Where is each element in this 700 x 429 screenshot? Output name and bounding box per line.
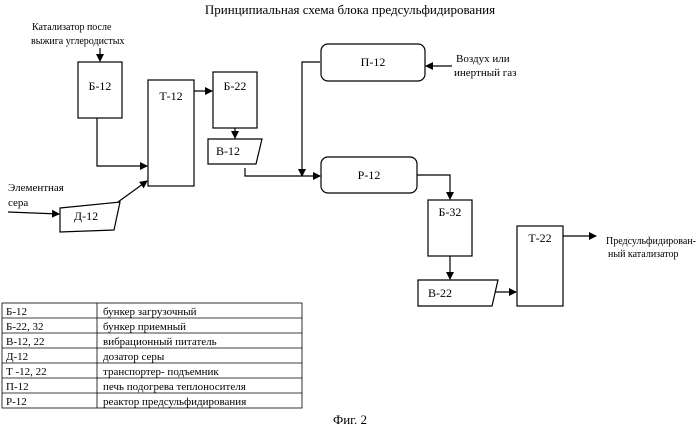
bunker-b32: Б-32: [428, 200, 472, 256]
furnace-p12: П-12: [321, 44, 425, 81]
reactor-r12-label: Р-12: [358, 168, 381, 182]
doser-d12-label: Д-12: [74, 209, 98, 223]
catalyst-input-label-line2: выжига углеродистых: [31, 36, 124, 47]
doser-d12: Д-12: [60, 202, 120, 232]
feeder-v22-label: В-22: [428, 286, 452, 300]
flow-r12-to-b32: [417, 175, 450, 199]
legend-code-4: Д-12: [6, 351, 28, 363]
legend-desc-5: транспортер- подъемник: [103, 366, 219, 378]
flow-v12-to-r12: [245, 168, 320, 176]
flow-b12-to-t12: [97, 118, 147, 166]
legend-desc-2: бункер приемный: [103, 321, 186, 333]
furnace-p12-label: П-12: [361, 55, 386, 69]
feeder-v22: В-22: [418, 280, 498, 306]
legend-code-3: В-12, 22: [6, 336, 45, 348]
bunker-b12: Б-12: [78, 62, 122, 118]
sulfur-input-label-line2: сера: [8, 197, 28, 209]
bunker-b32-label: Б-32: [439, 205, 462, 219]
legend-code-1: Б-12: [6, 306, 27, 318]
legend-desc-4: дозатор серы: [103, 351, 165, 363]
transporter-t12-label: Т-12: [159, 89, 182, 103]
bunker-b22: Б-22: [213, 72, 257, 128]
sulfur-input-label-line1: Элементная: [8, 182, 64, 194]
reactor-r12: Р-12: [321, 157, 417, 193]
gas-input-label-line1: Воздух или: [456, 53, 510, 65]
legend-desc-1: бункер загрузочный: [103, 306, 197, 318]
legend-desc-6: печь подогрева теплоносителя: [103, 381, 246, 393]
feeder-v12: В-12: [208, 139, 262, 164]
legend-table: Б-12 бункер загрузочный Б-22, 32 бункер …: [2, 303, 302, 408]
flow-d12-to-t12: [118, 181, 147, 202]
legend-code-7: Р-12: [6, 396, 27, 408]
gas-input-label-line2: инертный газ: [454, 67, 516, 79]
figure-caption: Фиг. 2: [333, 412, 367, 427]
bunker-b12-label: Б-12: [89, 79, 112, 93]
output-label-line1: Предсульфидирован-: [606, 236, 696, 247]
bunker-b22-label: Б-22: [224, 79, 247, 93]
legend-code-6: П-12: [6, 381, 29, 393]
legend-code-5: Т -12, 22: [6, 366, 47, 378]
transporter-t22-label: Т-22: [528, 231, 551, 245]
flow-sulfur-to-d12: [8, 212, 59, 214]
output-label-line2: ный катализатор: [608, 249, 679, 260]
legend-code-2: Б-22, 32: [6, 321, 43, 333]
catalyst-input-label-line1: Катализатор после: [32, 22, 112, 33]
flow-p12-to-r12: [302, 62, 320, 176]
diagram-title: Принципиальная схема блока предсульфидир…: [205, 2, 495, 17]
transporter-t22: Т-22: [517, 226, 563, 306]
transporter-t12: Т-12: [148, 80, 194, 186]
legend-desc-3: вибрационный питатель: [103, 336, 217, 348]
feeder-v12-label: В-12: [216, 144, 240, 158]
legend-desc-7: реактор предсульфидирования: [103, 396, 246, 408]
